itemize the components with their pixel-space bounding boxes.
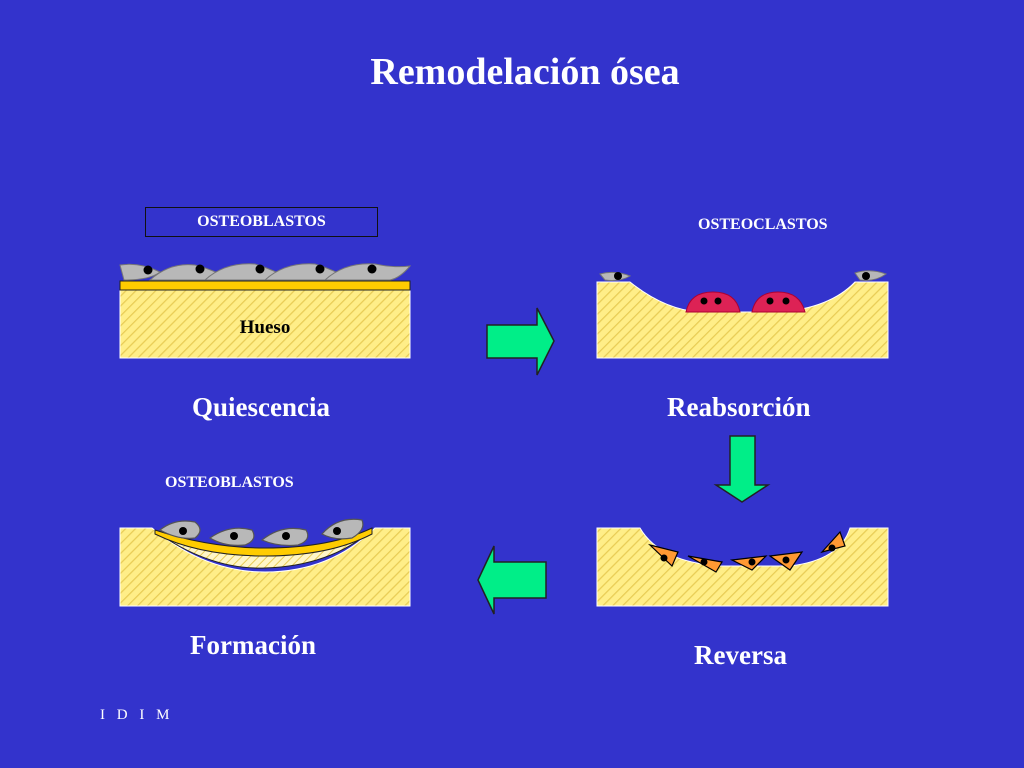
- reversal-panel: [596, 527, 889, 607]
- lining-layer: [119, 280, 411, 291]
- osteoblastos-formation-label: OSTEOBLASTOS: [165, 474, 294, 491]
- arrow-left-icon: [477, 545, 547, 615]
- arrow-down-icon: [713, 435, 771, 503]
- osteoclast-cells: [685, 291, 806, 313]
- stage-label-quiescencia: Quiescencia: [192, 392, 330, 422]
- osteoclastos-label: OSTEOCLASTOS: [698, 216, 828, 233]
- reversal-cells: [647, 530, 846, 573]
- arrow-right-icon: [486, 307, 555, 376]
- stage-label-reabsorcion: Reabsorción: [667, 392, 811, 422]
- osteoid-layer: [154, 527, 373, 557]
- stage-label-reversa: Reversa: [694, 640, 787, 670]
- quiescence-panel: Hueso: [119, 263, 412, 359]
- bone-block: [119, 289, 411, 359]
- formation-panel: [119, 518, 411, 607]
- lining-osteoblasts: [119, 263, 412, 281]
- osteoblastos-box-label: OSTEOBLASTOS: [145, 207, 378, 237]
- resorption-panel: [596, 270, 889, 359]
- formation-osteoblasts: [158, 518, 364, 547]
- slide-title: Remodelación ósea: [370, 51, 680, 93]
- reversal-cavity: [596, 527, 889, 607]
- stage-label-formacion: Formación: [190, 630, 316, 660]
- footer-idim: I D I M: [100, 707, 174, 723]
- resorption-cavity: [596, 281, 889, 359]
- hueso-label: Hueso: [240, 317, 291, 338]
